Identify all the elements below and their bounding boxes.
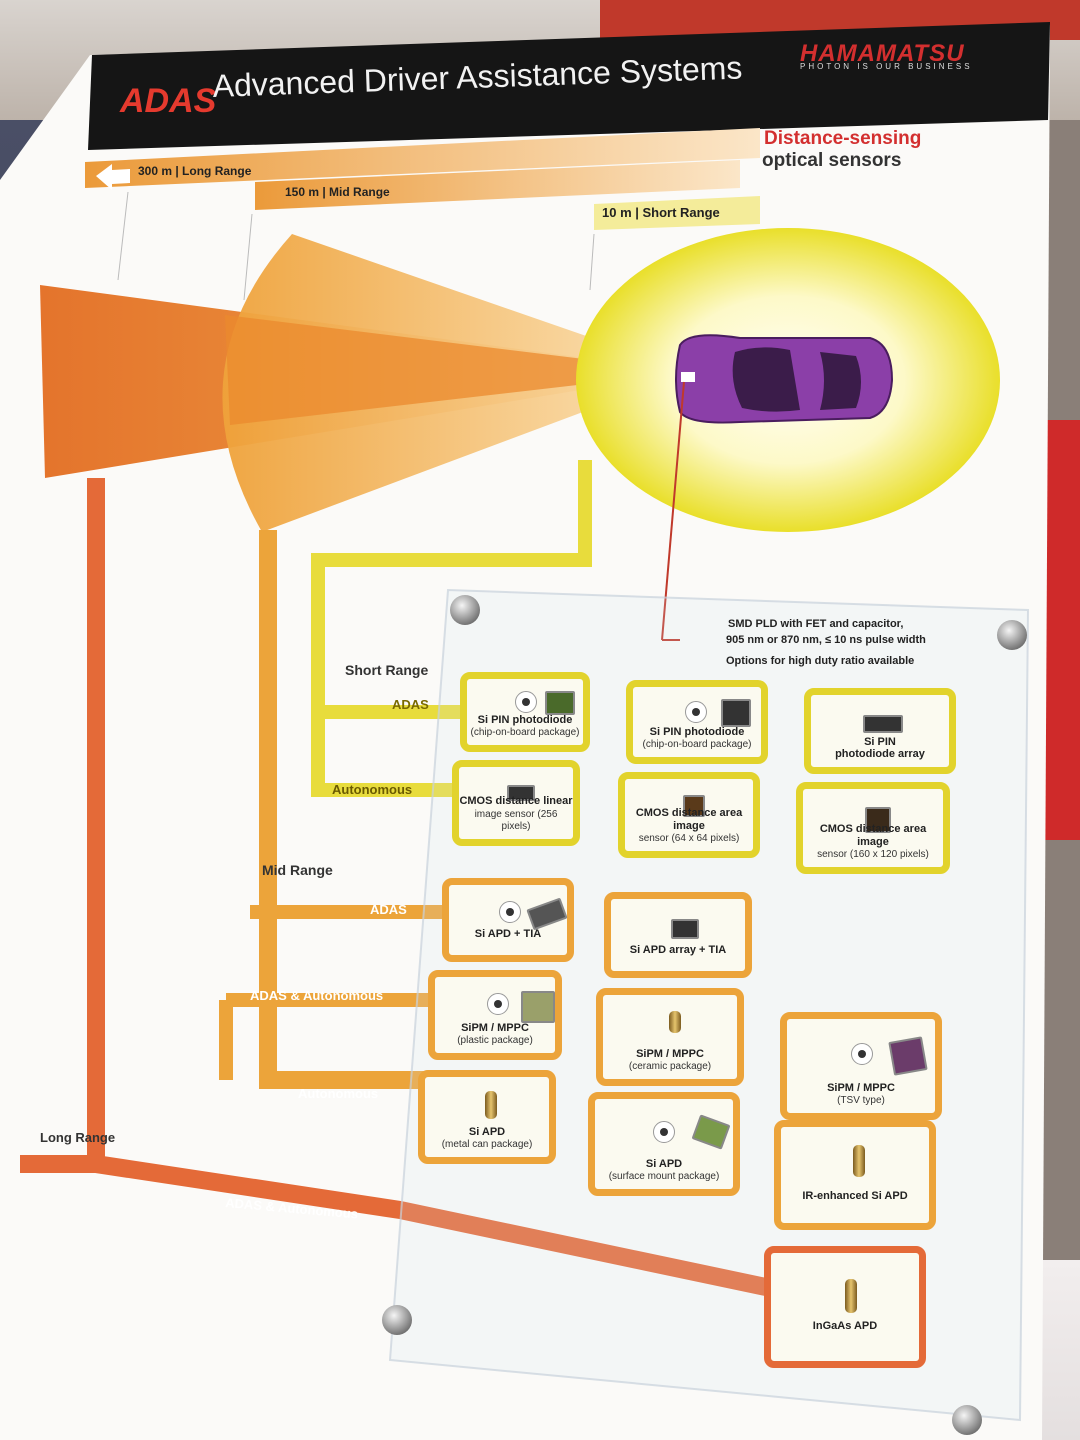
mid-range-flow: [259, 530, 440, 1089]
acrylic-screw-bottom-left: [382, 1305, 412, 1335]
chip-icon: [521, 991, 555, 1023]
lens-icon: [499, 901, 521, 923]
label-short-range: Short Range: [345, 662, 429, 678]
guide-line-short: [589, 233, 595, 291]
can-icon: [853, 1145, 865, 1177]
short-range-label: 10 m | Short Range: [602, 205, 720, 220]
card-sipm-mppc-tsv: SiPM / MPPC(TSV type): [780, 1012, 942, 1120]
can-icon: [845, 1279, 857, 1313]
chip-icon: [683, 795, 705, 817]
card-label: Si APD array + TIA: [629, 944, 727, 957]
short-range-flow: [311, 460, 592, 797]
mid-range-bar: [255, 160, 740, 210]
card-si-apd-surface-mount: Si APD(surface mount package): [588, 1092, 740, 1196]
lens-icon: [487, 993, 509, 1015]
chip-icon: [545, 691, 575, 715]
subtitle-line1: Distance-sensing: [764, 128, 922, 149]
chip-icon: [671, 919, 699, 939]
long-range-bar: [85, 128, 760, 188]
label-mid-adas-autonomous: ADAS & Autonomous: [250, 988, 384, 1003]
lens-icon: [685, 701, 707, 723]
card-label: Si APD(metal can package): [441, 1125, 533, 1151]
chip-icon: [507, 785, 535, 801]
label-mid-autonomous: Autonomous: [298, 1086, 379, 1101]
lens-icon: [653, 1121, 675, 1143]
lens-icon: [851, 1043, 873, 1065]
mid-range-label: 150 m | Mid Range: [285, 185, 390, 199]
card-ir-enhanced-si-apd: IR-enhanced Si APD: [774, 1120, 936, 1230]
header-adas: ADAS: [120, 82, 217, 120]
chip-array-icon: [863, 715, 903, 733]
card-si-pin-photodiode-2: Si PIN photodiode(chip-on-board package): [626, 680, 768, 764]
card-si-pin-photodiode-1: Si PIN photodiode(chip-on-board package): [460, 672, 590, 752]
card-si-apd-tia: Si APD + TIA: [442, 878, 574, 962]
acrylic-screw-top-left: [450, 595, 480, 625]
brand-logo: HAMAMATSU: [800, 40, 965, 67]
can-icon: [485, 1091, 497, 1119]
label-mid-adas: ADAS: [370, 902, 407, 917]
long-range-arrow: [96, 164, 130, 190]
card-si-apd-metal-can: Si APD(metal can package): [418, 1070, 556, 1164]
card-label: Si APD(surface mount package): [608, 1157, 720, 1183]
car-illustration: [675, 334, 894, 424]
card-ingaas-apd: InGaAs APD: [764, 1246, 926, 1368]
label-long-range: Long Range: [40, 1130, 116, 1145]
chip-icon: [526, 897, 568, 931]
card-label: Si APD + TIA: [474, 928, 542, 941]
beam-center: [225, 315, 690, 425]
long-range-label: 300 m | Long Range: [138, 164, 252, 178]
long-range-flow: [87, 478, 782, 1299]
card-si-apd-array-tia: Si APD array + TIA: [604, 892, 752, 978]
card-label: SiPM / MPPC(ceramic package): [628, 1047, 712, 1073]
card-label: IR-enhanced Si APD: [802, 1190, 908, 1203]
chip-icon: [721, 699, 751, 727]
pld-note-line1: SMD PLD with FET and capacitor,: [728, 618, 904, 630]
brand-tagline: PHOTON IS OUR BUSINESS: [800, 62, 973, 71]
card-label: InGaAs APD: [812, 1320, 878, 1333]
chip-icon: [691, 1114, 731, 1150]
guide-line-mid: [243, 213, 253, 301]
pld-note-line2: 905 nm or 870 nm, ≤ 10 ns pulse width: [726, 634, 926, 646]
short-range-bar: [594, 196, 760, 230]
pld-note-line3: Options for high duty ratio available: [726, 655, 915, 667]
chip-icon: [888, 1036, 928, 1076]
guide-line-long: [117, 191, 129, 281]
card-label: SiPM / MPPC(plastic package): [457, 1021, 533, 1047]
subtitle-line2: optical sensors: [762, 150, 902, 171]
header-band: [88, 22, 1050, 150]
label-mid-range: Mid Range: [262, 862, 333, 878]
card-label: Si PIN photodiode(chip-on-board package): [642, 725, 752, 751]
card-label: Si PIN photodiode(chip-on-board package): [470, 713, 580, 739]
lens-icon: [515, 691, 537, 713]
card-sipm-mppc-ceramic: SiPM / MPPC(ceramic package): [596, 988, 744, 1086]
chip-icon: [865, 807, 891, 833]
can-icon: [669, 1011, 681, 1033]
label-short-adas: ADAS: [392, 697, 429, 712]
card-label: SiPM / MPPC(TSV type): [827, 1081, 895, 1107]
card-sipm-mppc-plastic: SiPM / MPPC(plastic package): [428, 970, 562, 1060]
acrylic-screw-top-right: [997, 620, 1027, 650]
acrylic-screw-bottom-right: [952, 1405, 982, 1435]
label-short-autonomous: Autonomous: [332, 782, 413, 797]
